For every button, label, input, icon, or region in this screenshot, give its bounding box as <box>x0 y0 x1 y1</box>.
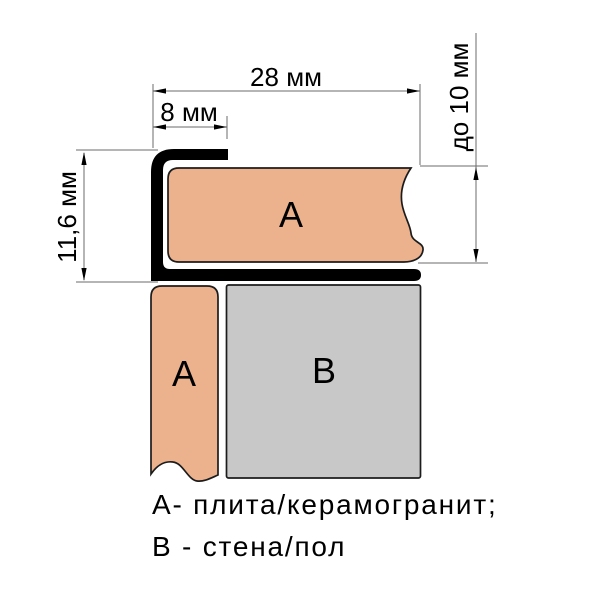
dimension-lines <box>76 33 488 283</box>
dim-label-28mm: 28 мм <box>250 62 322 92</box>
arrow-116mm-bottom <box>81 268 87 281</box>
wall-b-rect <box>225 284 422 479</box>
arrow-8mm-left <box>153 124 166 130</box>
arrow-28mm-right <box>407 88 420 94</box>
arrow-8mm-right <box>214 124 227 130</box>
tile-a-vertical <box>150 285 219 483</box>
arrow-10mm-top <box>473 167 479 180</box>
legend-line-b: В - стена/пол <box>152 531 346 562</box>
dim-label-11-6mm: 11,6 мм <box>52 171 82 263</box>
label-tile-a-vertical: А <box>172 353 196 394</box>
tile-a-horizontal <box>167 167 424 263</box>
label-tile-a-horizontal: А <box>279 194 303 235</box>
label-wall-b: В <box>312 350 336 391</box>
arrow-28mm-left <box>153 88 166 94</box>
dim-label-8mm: 8 мм <box>160 97 217 127</box>
arrow-116mm-top <box>81 152 87 165</box>
legend-line-a: А- плита/керамогранит; <box>152 489 498 520</box>
dim-label-do-10mm: до 10 мм <box>444 43 474 152</box>
arrow-10mm-bottom <box>473 249 479 262</box>
